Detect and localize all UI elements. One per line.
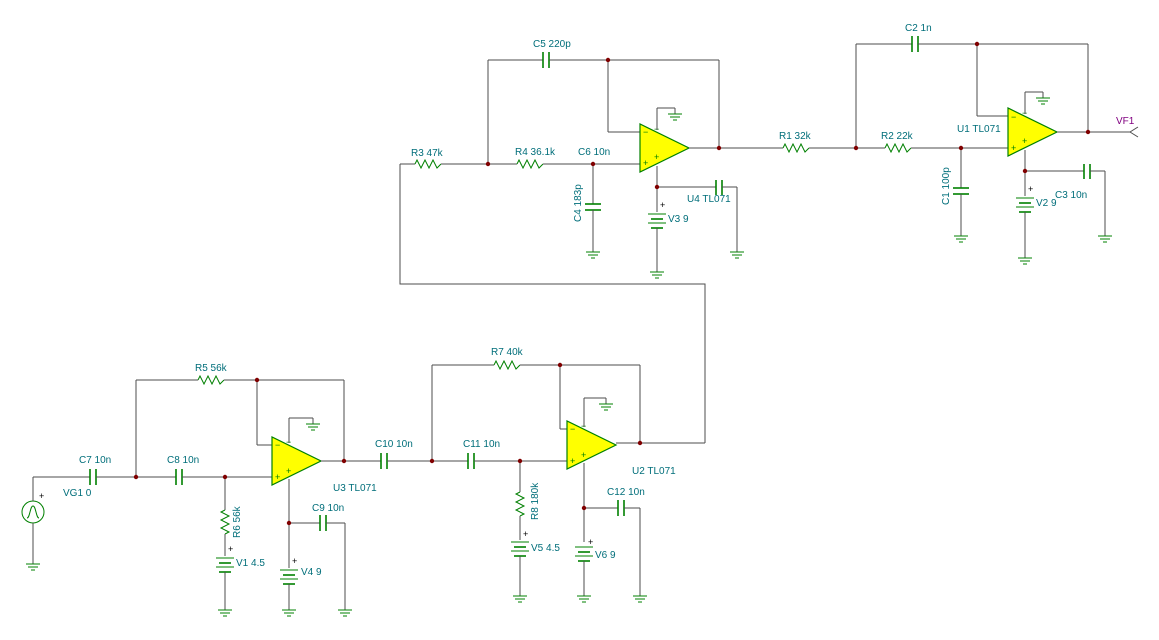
svg-text:−: − — [275, 440, 280, 450]
svg-text:+: + — [654, 152, 659, 162]
signal-source-vg1[interactable]: + — [21, 477, 45, 571]
svg-text:+: + — [275, 472, 280, 482]
ground-symbol — [656, 107, 682, 130]
svg-text:+: + — [660, 200, 665, 210]
capacitor-c5[interactable] — [487, 52, 720, 164]
probe-label: VF1 — [1116, 116, 1135, 127]
svg-text:+: + — [588, 537, 593, 547]
capacitor-c1[interactable] — [953, 148, 969, 243]
svg-text:+: + — [581, 450, 586, 460]
svg-text:+: + — [1028, 184, 1033, 194]
label-v2: V2 9 — [1036, 198, 1057, 209]
label-v5: V5 4.5 — [531, 543, 560, 554]
battery-v1[interactable]: + — [216, 544, 234, 617]
svg-text:−: − — [1011, 112, 1016, 122]
label-v4: V4 9 — [301, 567, 322, 578]
label-v6: V6 9 — [595, 550, 616, 561]
svg-text:+: + — [523, 529, 528, 539]
voltage-probe-vf1[interactable]: VF1 — [1116, 116, 1139, 138]
label-c3: C3 10n — [1055, 190, 1087, 201]
label-c7: C7 10n — [79, 455, 111, 466]
svg-text:+: + — [1011, 143, 1016, 153]
label-u4: U4 TL071 — [687, 194, 731, 205]
opamp-u1[interactable]: − + − + — [1007, 107, 1059, 157]
ground-symbol — [1024, 91, 1050, 114]
ground-symbol — [288, 417, 320, 443]
battery-v2[interactable]: + — [1016, 184, 1034, 265]
svg-text:+: + — [286, 466, 291, 476]
svg-text:+: + — [1022, 136, 1027, 146]
label-c9: C9 10n — [312, 503, 344, 514]
label-c2: C2 1n — [905, 23, 932, 34]
label-c11: C11 10n — [463, 439, 500, 450]
resistor-r3[interactable] — [400, 158, 488, 170]
svg-text:+: + — [643, 158, 648, 168]
resistor-r5[interactable] — [135, 374, 345, 477]
label-c12: C12 10n — [607, 487, 645, 498]
label-r5: R5 56k — [195, 363, 228, 374]
capacitor-c12[interactable] — [617, 500, 647, 603]
opamp-u2[interactable]: − + − + — [566, 420, 618, 470]
label-r8: R8 180k — [530, 482, 541, 520]
svg-text:+: + — [39, 491, 44, 501]
resistor-r1[interactable] — [719, 142, 856, 154]
capacitor-c4-bypass[interactable] — [715, 180, 744, 259]
resistor-r7[interactable] — [431, 359, 641, 461]
ground-symbol — [583, 397, 613, 427]
capacitor-c7[interactable] — [89, 469, 97, 485]
battery-v4[interactable]: + — [280, 556, 298, 617]
capacitor-c2[interactable] — [855, 36, 1089, 148]
label-c1: C1 100p — [941, 167, 952, 205]
capacitor-c9[interactable] — [319, 515, 352, 617]
svg-text:+: + — [292, 556, 297, 566]
label-r6: R6 56k — [232, 505, 243, 538]
label-v1: V1 4.5 — [236, 558, 265, 569]
component-labels: R3 47k R4 36.1k C6 10n C5 220p U4 TL071 … — [63, 23, 1087, 578]
resistor-r2[interactable] — [856, 142, 1008, 154]
label-c6: C6 10n — [578, 147, 610, 158]
capacitor-c11[interactable] — [467, 453, 475, 469]
label-r3: R3 47k — [411, 148, 444, 159]
svg-text:−: − — [570, 424, 575, 434]
capacitor-c10[interactable] — [380, 453, 388, 469]
junction-dots — [133, 41, 1091, 526]
battery-v6[interactable]: + — [575, 537, 593, 603]
label-r1: R1 32k — [779, 131, 812, 142]
svg-text:−: − — [643, 127, 648, 137]
svg-text:+: + — [228, 544, 233, 554]
resistor-r8[interactable] — [514, 461, 526, 540]
resistor-r4[interactable] — [488, 158, 593, 170]
label-u1: U1 TL071 — [957, 124, 1001, 135]
label-c10: C10 10n — [375, 439, 413, 450]
opamp-u4[interactable]: − + − + — [639, 123, 691, 173]
capacitor-c3[interactable] — [1083, 164, 1112, 243]
label-vg1: VG1 0 — [63, 488, 92, 499]
label-c5: C5 220p — [533, 39, 571, 50]
label-u3: U3 TL071 — [333, 483, 377, 494]
label-r4: R4 36.1k — [515, 147, 556, 158]
capacitor-c4[interactable] — [585, 164, 601, 259]
resistor-r6[interactable] — [219, 477, 231, 556]
battery-v5[interactable]: + — [511, 529, 529, 603]
label-v3: V3 9 — [668, 214, 689, 225]
label-r2: R2 22k — [881, 131, 914, 142]
label-u2: U2 TL071 — [632, 466, 676, 477]
label-c4: C4 183p — [573, 184, 584, 222]
opamp-u3[interactable]: − + − + — [271, 436, 323, 486]
label-r7: R7 40k — [491, 347, 524, 358]
label-c8: C8 10n — [167, 455, 199, 466]
capacitor-c8[interactable] — [175, 469, 183, 485]
svg-text:+: + — [570, 456, 575, 466]
battery-v3[interactable]: + — [648, 200, 666, 279]
